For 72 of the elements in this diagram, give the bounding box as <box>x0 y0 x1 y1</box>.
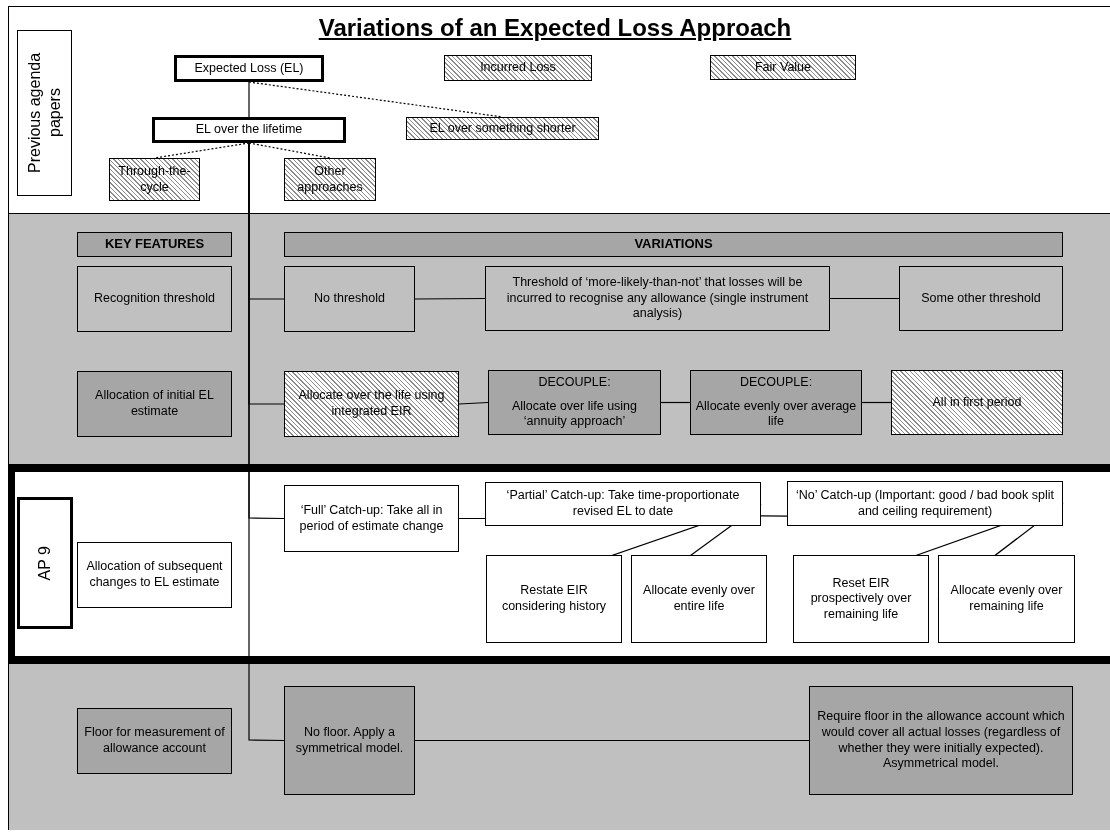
dotted-connector <box>153 142 250 159</box>
hatched-box <box>284 158 376 201</box>
hatched-box <box>891 370 1063 435</box>
hatched-box <box>710 55 856 80</box>
feature-box <box>284 266 415 332</box>
box-text: VARIATIONS <box>634 236 713 253</box>
box-text: Fair Value <box>754 59 811 76</box>
box-text: Expected Loss (EL) <box>194 60 304 77</box>
box-text: Allocate over the life using integrated EIR <box>297 388 446 420</box>
box-text: Incurred Loss <box>480 60 556 76</box>
feature-box <box>77 371 232 437</box>
box-text: Allocate evenly over remaining life <box>949 583 1064 615</box>
box-text: EL over something shorter <box>429 120 576 137</box>
connector-line <box>414 297 486 300</box>
box-text: No threshold <box>314 291 385 307</box>
text-box <box>787 481 1063 526</box>
feature-box <box>809 686 1073 795</box>
connector-line <box>458 517 486 520</box>
connector-line <box>458 401 489 405</box>
box-text: ‘Full’ Catch-up: Take all in period of estimate change <box>298 502 445 535</box>
hatched-box <box>406 117 599 140</box>
concept-box <box>152 117 346 143</box>
connector-line <box>829 297 900 300</box>
text-box <box>284 485 459 552</box>
box-text: Allocation of subsequent changes to EL estimate <box>85 559 224 591</box>
box-text: Reset EIR prospectively over remaining life <box>809 575 913 623</box>
diagram-title: Variations of an Expected Loss Approach <box>318 14 792 41</box>
box-text: KEY FEATURES <box>104 236 205 253</box>
box-text: Floor for measurement of allowance account <box>83 725 226 757</box>
side-label-box <box>17 497 73 629</box>
text-box <box>793 555 929 643</box>
connector-line <box>760 515 788 517</box>
feature-box <box>77 266 232 332</box>
header-bar <box>284 232 1063 257</box>
box-heading: DECOUPLE: <box>739 375 813 391</box>
box-text: Through-the-cycle <box>117 163 192 196</box>
feature-box <box>690 370 862 435</box>
dotted-connector <box>248 142 331 159</box>
box-text: Require floor in the allowance account which would cover all actual losses (regardless of whether they were initially expected). Asymmetrical model. <box>816 709 1066 772</box>
feature-box <box>284 686 415 795</box>
box-text: ‘No’ Catch-up (Important: good / bad book split and ceiling requirement) <box>795 487 1055 520</box>
hatched-box <box>109 158 200 201</box>
concept-box <box>174 55 324 82</box>
box-text: Allocate evenly over average life <box>695 398 857 430</box>
text-box <box>938 555 1075 643</box>
connector-line <box>248 142 285 742</box>
dotted-connector <box>248 81 504 118</box>
box-heading: DECOUPLE: <box>538 375 611 391</box>
feature-box <box>485 266 830 331</box>
text-box <box>77 542 232 608</box>
feature-box <box>488 370 661 435</box>
box-text: AP 9 <box>35 545 54 581</box>
box-text: Allocation of initial EL estimate <box>94 388 215 420</box>
hatched-box <box>284 371 459 437</box>
box-text: Previous agenda papers <box>24 51 64 176</box>
box-text: Other approaches <box>296 163 364 196</box>
connector-line <box>660 401 691 404</box>
box-text: All in first period <box>932 394 1022 411</box>
box-text: Some other threshold <box>921 290 1041 307</box>
connector-line <box>861 401 892 404</box>
box-text: No floor. Apply a symmetrical model. <box>294 724 405 757</box>
box-text: Recognition threshold <box>94 291 215 307</box>
box-text: Allocate over life using ‘annuity approach’ <box>510 398 639 430</box>
connector-line <box>414 739 810 742</box>
box-text: Threshold of ‘more-likely-than-not’ that losses will be incurred to recognise any allowance (single instrument analysis) <box>505 275 810 322</box>
feature-box <box>77 708 232 774</box>
hatched-box <box>444 55 592 81</box>
side-label-box <box>17 30 72 196</box>
feature-box <box>899 266 1063 331</box>
connector-line <box>248 81 250 118</box>
box-text: EL over the lifetime <box>195 122 303 138</box>
header-bar <box>77 232 232 257</box>
